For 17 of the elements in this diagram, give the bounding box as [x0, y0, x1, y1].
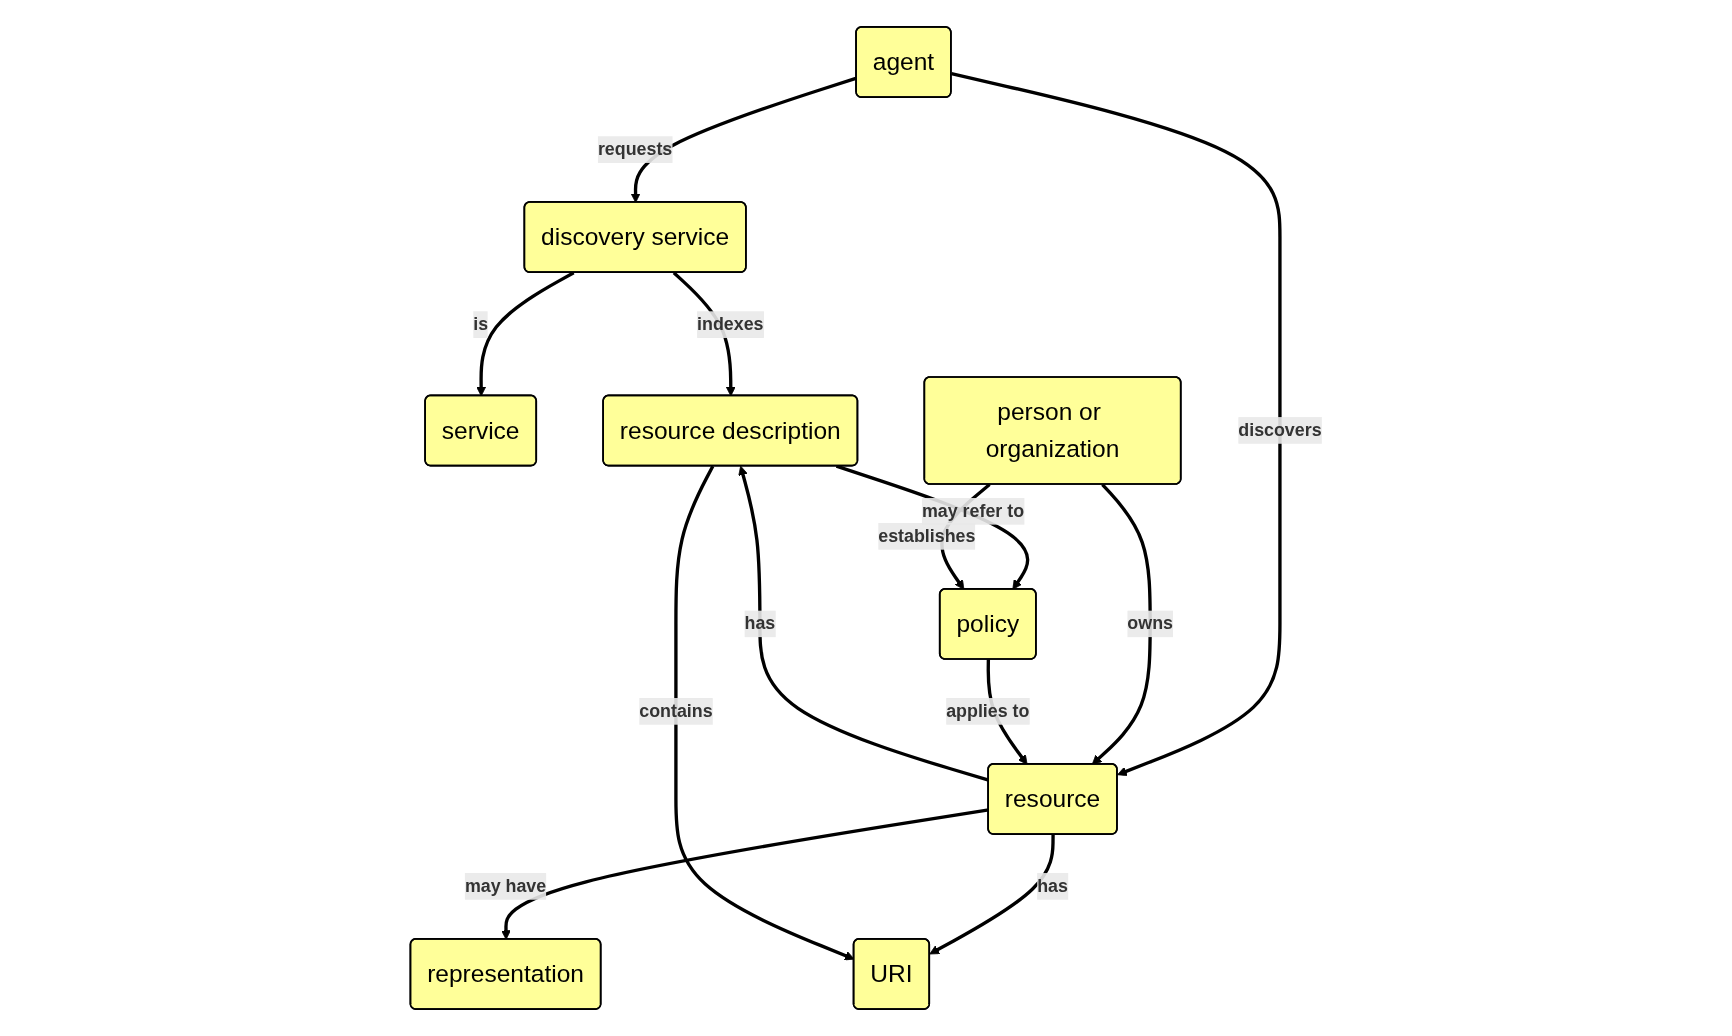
edge-label: requests: [597, 139, 673, 159]
edge-label: applies to: [946, 701, 1030, 721]
edge-label: has: [744, 613, 776, 633]
edge-label: has: [1037, 876, 1068, 896]
arrow: [929, 834, 1055, 955]
arrow: [951, 72, 1282, 777]
edge-label: owns: [1127, 613, 1173, 633]
arrow: [1091, 483, 1152, 765]
edge-label: may refer to: [921, 501, 1025, 521]
edge-label: may have: [464, 876, 547, 896]
edge-label: is: [473, 314, 489, 334]
edge-label: indexes: [697, 314, 764, 334]
edge-label: discovers: [1238, 420, 1322, 440]
edge-label: contains: [639, 701, 713, 721]
edge-label: establishes: [878, 526, 976, 546]
arrow: [501, 808, 989, 940]
arrow: [476, 271, 575, 397]
